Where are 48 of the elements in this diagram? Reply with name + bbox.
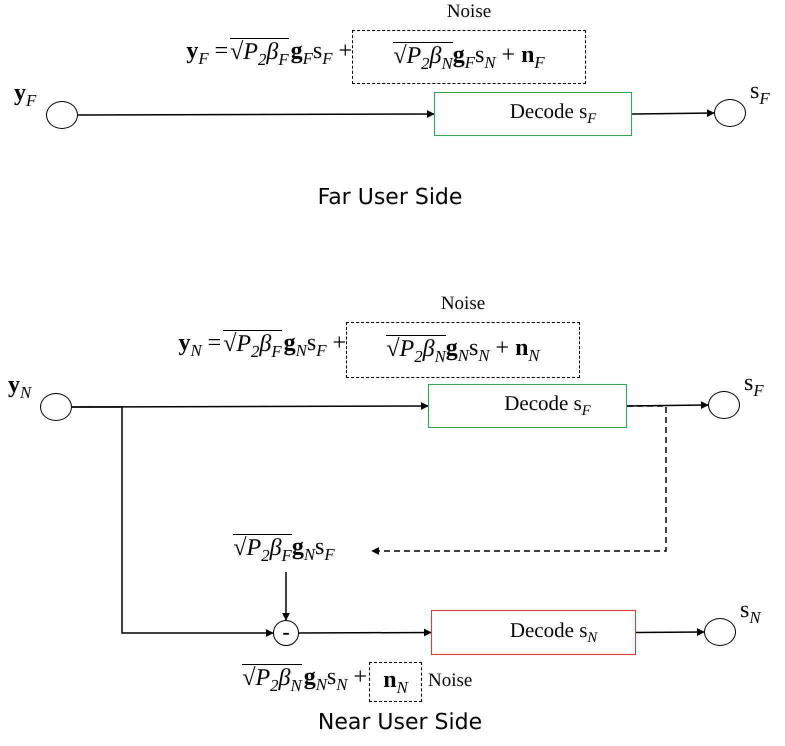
- process-box: [431, 610, 636, 655]
- formula-text: g$_{N}$s$_{N}$ + n$_{N}$: [446, 334, 540, 366]
- signal-label: s$_{F}$: [744, 370, 764, 400]
- signal-label: s$_{F}$: [750, 78, 770, 108]
- junction-circle: [40, 393, 72, 421]
- formula-text: n$_{N}$: [383, 666, 408, 698]
- signal-label: y$_{N}$: [8, 372, 32, 402]
- formula-text: √P$_{2}$β$_{F}$: [230, 38, 289, 69]
- arrow: [299, 628, 432, 637]
- arrow: [78, 110, 435, 118]
- formula-text: g$_{F}$s$_{N}$ + n$_{F}$: [452, 42, 545, 72]
- process-box: [434, 92, 632, 136]
- formula-text: √P$_{2}$β$_{F}$: [233, 534, 292, 564]
- minus-sign: -: [282, 620, 290, 642]
- formula-text: √P$_{2}$β$_{N}$: [393, 42, 453, 72]
- process-box: [428, 384, 627, 428]
- formula-text: g$_{F}$s$_{F}$ +: [290, 38, 352, 69]
- formula-text: g$_{N}$s$_{N}$ +: [304, 664, 367, 695]
- junction-circle: [46, 101, 78, 129]
- formula-text: √P$_{2}$β$_{F}$: [223, 330, 282, 361]
- junction-circle: [708, 391, 740, 419]
- section-caption: Far User Side: [318, 185, 462, 210]
- formula-text: g$_{N}$s$_{F}$ +: [284, 330, 346, 361]
- signal-label: s$_{N}$: [740, 597, 761, 628]
- arrow: [72, 402, 429, 410]
- subtractor-circle: [273, 620, 299, 646]
- block-label: Decode s$_{F}$: [510, 100, 596, 128]
- arrow: [636, 628, 705, 636]
- arrow: [371, 405, 667, 555]
- noise-box: [369, 662, 422, 702]
- formula-text: y$_{F}$ =: [186, 38, 228, 69]
- section-caption: Near User Side: [318, 710, 482, 735]
- formula-text: √P$_{2}$β$_{N}$: [242, 664, 302, 695]
- block-label: Decode s$_{F}$: [504, 392, 591, 420]
- noise-label: Noise: [440, 293, 486, 315]
- noise-label: Noise: [428, 670, 472, 692]
- block-label: Decode s$_{N}$: [510, 618, 598, 646]
- arrow: [632, 109, 715, 118]
- noise-label: Noise: [446, 1, 492, 23]
- junction-circle: [704, 618, 736, 646]
- junction-circle: [714, 99, 746, 127]
- formula-text: g$_{N}$s$_{F}$: [292, 534, 335, 564]
- formula-text: y$_{N}$ =: [178, 330, 222, 361]
- arrow: [626, 401, 709, 410]
- formula-text: √P$_{2}$β$_{N}$: [386, 334, 446, 366]
- arrow: [72, 406, 274, 637]
- arrow: [282, 572, 290, 621]
- signal-label: y$_{F}$: [14, 80, 36, 110]
